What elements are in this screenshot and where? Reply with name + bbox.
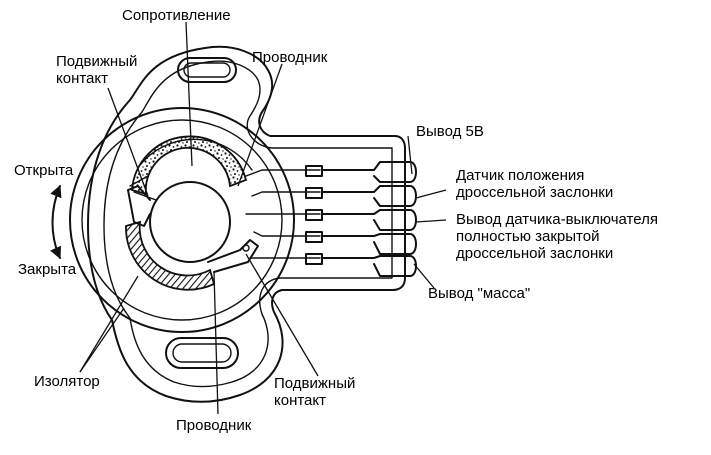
label-idle-switch-output: Вывод датчика-выключателя полностью закр…	[456, 211, 662, 262]
outer-ring-inner	[81, 119, 283, 321]
housing-inner-rim	[103, 60, 393, 388]
top-mounting-slot-inner	[183, 62, 231, 78]
top-mounting-slot	[177, 57, 237, 83]
outer-ring	[69, 107, 295, 333]
resistance-element	[131, 135, 248, 196]
moving-contact-top-element	[129, 175, 157, 201]
bottom-mounting-slot	[165, 337, 239, 369]
connector-pins	[305, 161, 417, 277]
label-closed: Закрыта	[18, 261, 77, 278]
rotor-shaft	[149, 181, 231, 263]
label-ground-output: Вывод "масса"	[428, 285, 530, 302]
label-moving-contact-bottom: Подвижный контакт	[274, 375, 360, 409]
label-throttle-position-sensor: Датчик положения дроссельной заслонки	[456, 167, 613, 201]
rotation-arrow	[50, 184, 62, 260]
label-output-5v: Вывод 5В	[416, 123, 484, 140]
label-conductor-top: Проводник	[252, 49, 328, 66]
label-resistance: Сопротивление	[122, 7, 231, 24]
bottom-mounting-slot-inner	[172, 343, 232, 363]
label-conductor-bottom: Проводник	[176, 417, 252, 434]
resistance-element-outer	[139, 138, 253, 171]
label-open: Открыта	[14, 162, 74, 179]
contact-rivet	[242, 244, 250, 252]
rotor-arm	[127, 185, 151, 227]
label-insulator: Изолятор	[34, 373, 100, 390]
label-moving-contact-top: Подвижный контакт	[56, 53, 142, 87]
sensor-housing	[87, 45, 406, 403]
leader-lines	[79, 21, 447, 415]
conductor-traces	[245, 169, 321, 259]
moving-contact-bottom-element	[207, 239, 259, 273]
